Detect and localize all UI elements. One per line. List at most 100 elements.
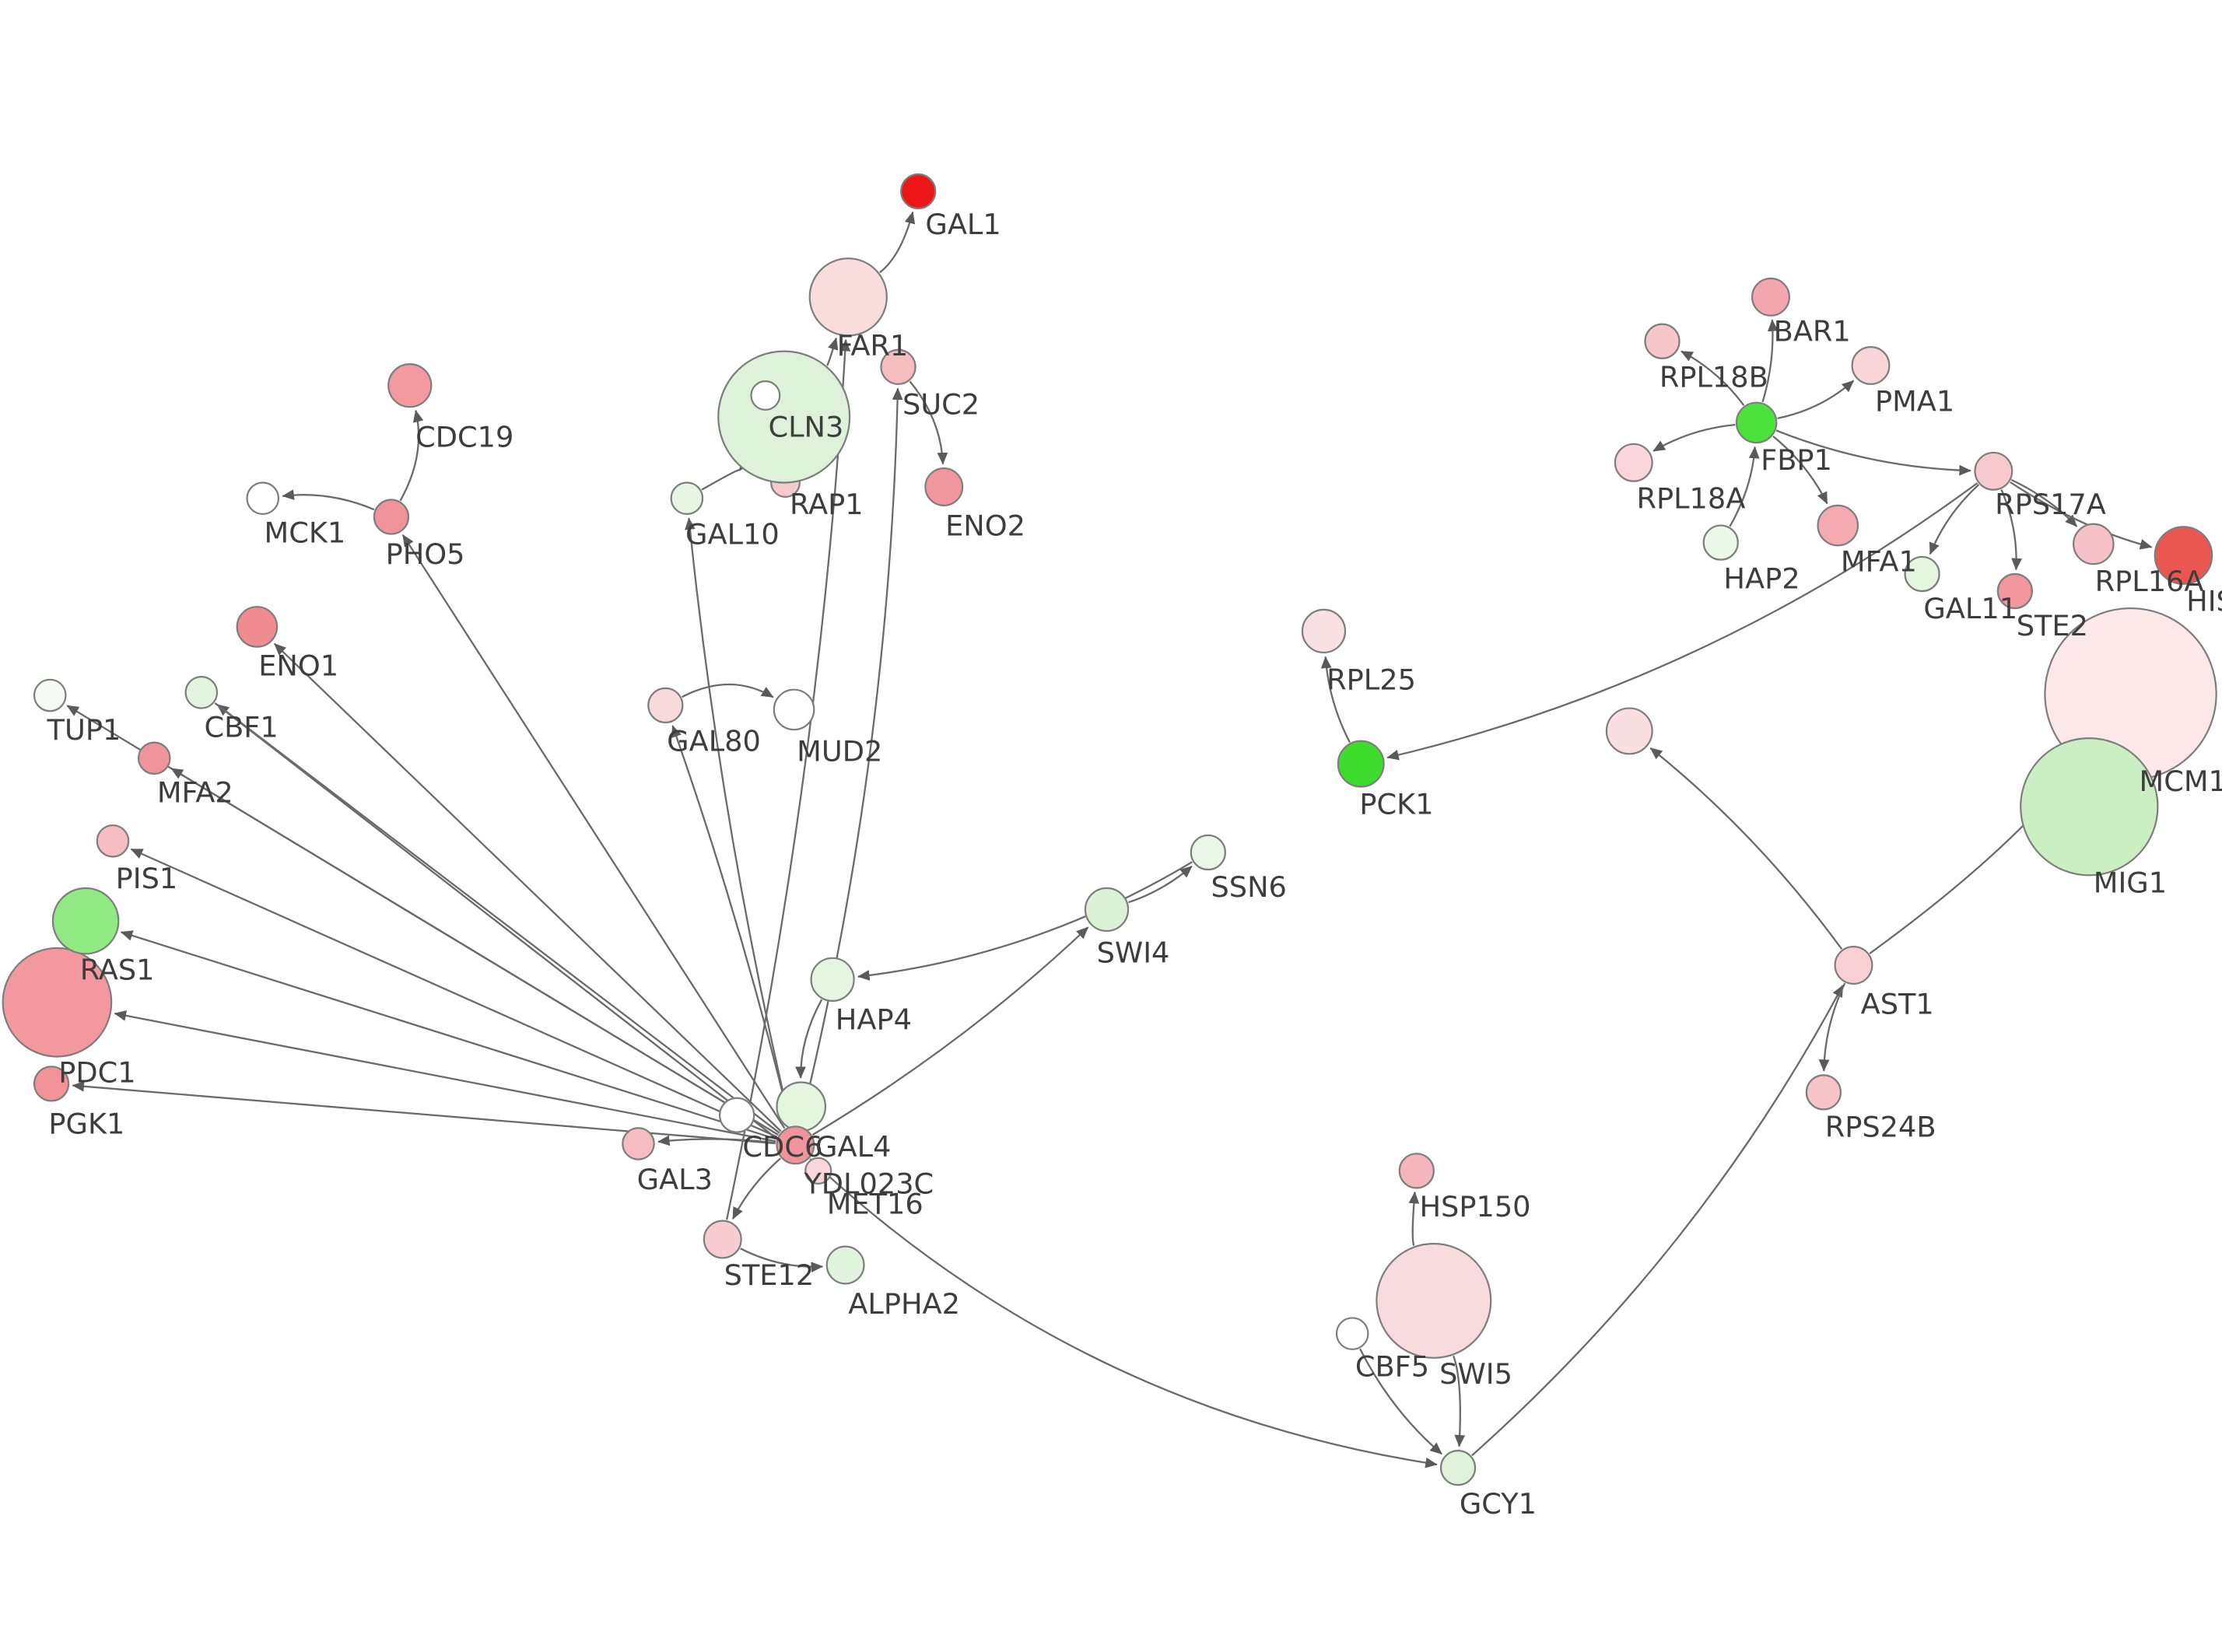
node-gal80[interactable] [647, 687, 684, 724]
edge-CBF5-GCY1[interactable] [1359, 1348, 1442, 1455]
edge-RPS17A-HIS4[interactable] [2010, 481, 2153, 550]
edge-GAL4-MFA2[interactable] [170, 768, 779, 1136]
node-mig1[interactable] [2020, 737, 2159, 877]
edge-SSN6-HAP4[interactable] [857, 861, 1193, 981]
node-far1[interactable] [808, 257, 888, 337]
edge-GAL4-GAL80[interactable] [671, 725, 792, 1126]
node-rpl18a[interactable] [1614, 443, 1653, 482]
edge-GAL4-GAL3[interactable] [657, 1135, 776, 1146]
edge-RPS17A-STE2[interactable] [2000, 489, 2022, 571]
edge-STE12-FAR1[interactable] [725, 339, 851, 1220]
edge-SWI5-GCY1[interactable] [1453, 1355, 1466, 1447]
edge-FBP1-MFA1[interactable] [1772, 435, 1828, 505]
edge-PCK1-RPL25[interactable] [1320, 656, 1351, 743]
edge-GAL80-MUD2[interactable] [682, 683, 774, 698]
node-pgk1[interactable] [33, 1066, 70, 1102]
edge-RPS17A-GAL11[interactable] [1929, 484, 1980, 555]
node-swi4[interactable] [1084, 887, 1130, 933]
node-rpl18b[interactable] [1644, 323, 1681, 359]
edge-SWI4-SSN6[interactable] [1128, 865, 1193, 904]
edge-CLN3-FAR1[interactable] [826, 337, 839, 366]
node-pdc1[interactable] [2, 947, 113, 1058]
node-hap2[interactable] [1702, 524, 1739, 561]
node-ast1[interactable] [1834, 946, 1873, 985]
node-swi5[interactable] [1376, 1242, 1492, 1359]
node-alpha2[interactable] [825, 1245, 865, 1285]
edge-CBF1-MET16[interactable] [214, 702, 805, 1161]
edge-FBP1-PMA1[interactable] [1777, 380, 1855, 420]
node-gal1[interactable] [900, 173, 937, 210]
node-rpl25[interactable] [1301, 608, 1347, 654]
node-his4[interactable] [2154, 526, 2213, 585]
edge-GAL4-GCY1[interactable] [809, 1158, 1438, 1468]
node-hap4[interactable] [810, 957, 855, 1002]
edge-FAR1-GAL1[interactable] [879, 211, 916, 274]
edge-GAL4-ENO1[interactable] [273, 642, 782, 1132]
edge-GAL10-CLN3[interactable] [701, 458, 751, 491]
edge-RPS17A-PCK1[interactable] [1386, 482, 1978, 761]
edge-SUC2-ENO2[interactable] [909, 380, 948, 465]
edge-GAL4-PIS1[interactable] [130, 848, 778, 1138]
node-rpl16a[interactable] [2073, 523, 2115, 565]
edge-FBP1-RPL18A[interactable] [1652, 424, 1736, 452]
node-cdc19[interactable] [387, 363, 433, 408]
node-pho5[interactable] [373, 499, 410, 535]
edge-GAL4-SWI4[interactable] [811, 926, 1089, 1136]
node-eno2[interactable] [924, 467, 964, 506]
node-cdc6[interactable] [718, 1097, 755, 1133]
node-gal10[interactable] [670, 481, 704, 515]
node-pck1[interactable] [1337, 740, 1385, 788]
node-ydl023c[interactable] [776, 1081, 827, 1132]
edge-FBP1-RPS17A[interactable] [1775, 429, 1971, 476]
edge-AST1-NODE2[interactable] [1649, 747, 1843, 950]
node-gal3[interactable] [622, 1127, 655, 1160]
edge-PHO5-CDC19[interactable] [399, 409, 424, 502]
node-rps17a[interactable] [1974, 451, 2013, 491]
edge-GAL4-RAS1[interactable] [120, 930, 777, 1140]
node-mud2[interactable] [773, 688, 815, 731]
edge-SWI5-HSP150[interactable] [1408, 1191, 1420, 1246]
edge-HAP4-YDL023C[interactable] [795, 999, 823, 1079]
node-ssn6[interactable] [1190, 834, 1226, 871]
node-mfa2[interactable] [137, 741, 171, 775]
edge-HAP2-FBP1[interactable] [1729, 446, 1760, 527]
edge-FBP1-RPL18B[interactable] [1681, 350, 1745, 406]
edge-GAL4-CBF1[interactable] [216, 704, 780, 1134]
node-node2[interactable] [1605, 707, 1653, 755]
node-gal4[interactable] [776, 1125, 815, 1165]
node-tup1[interactable] [33, 678, 67, 712]
node-met16[interactable] [804, 1157, 832, 1185]
node-gal11[interactable] [1904, 555, 1940, 593]
edge-PHO5-MCK1[interactable] [282, 489, 375, 511]
edge-GAL4-PDC1[interactable] [114, 1010, 776, 1143]
node-ste12[interactable] [703, 1220, 742, 1259]
node-hsp150[interactable] [1398, 1153, 1435, 1189]
node-ste2[interactable] [1996, 572, 2033, 610]
edge-GAL4-PGK1[interactable] [72, 1080, 776, 1145]
node-cbf1[interactable] [184, 676, 219, 709]
node-gcy1[interactable] [1439, 1450, 1477, 1486]
node-ras1[interactable] [51, 887, 120, 955]
edge-AST1-RPS24B[interactable] [1818, 982, 1846, 1072]
edge-FBP1-BAR1[interactable] [1761, 319, 1779, 403]
node-pis1[interactable] [96, 824, 130, 858]
edge-RPS17A-RPL16A[interactable] [2010, 478, 2078, 527]
node-mck1[interactable] [246, 481, 280, 515]
node-node1[interactable] [750, 380, 781, 411]
edge-GAL4-PHO5[interactable] [401, 534, 786, 1129]
node-suc2[interactable] [880, 348, 916, 385]
node-bar1[interactable] [1751, 277, 1790, 317]
edge-GAL4-GAL10[interactable] [685, 517, 792, 1126]
edge-GAL4-STE12[interactable] [731, 1157, 781, 1220]
edge-STE12-ALPHA2[interactable] [740, 1248, 824, 1273]
node-eno1[interactable] [236, 606, 279, 648]
edge-GCY1-AST1[interactable] [1471, 985, 1844, 1457]
node-fbp1[interactable] [1735, 401, 1778, 444]
node-mfa1[interactable] [1817, 504, 1859, 547]
edge-GAL4-SUC2[interactable] [799, 387, 903, 1126]
node-rps24b[interactable] [1805, 1074, 1842, 1111]
node-pma1[interactable] [1851, 345, 1891, 385]
node-cln3[interactable] [717, 350, 851, 484]
node-cbf5[interactable] [1335, 1317, 1369, 1350]
